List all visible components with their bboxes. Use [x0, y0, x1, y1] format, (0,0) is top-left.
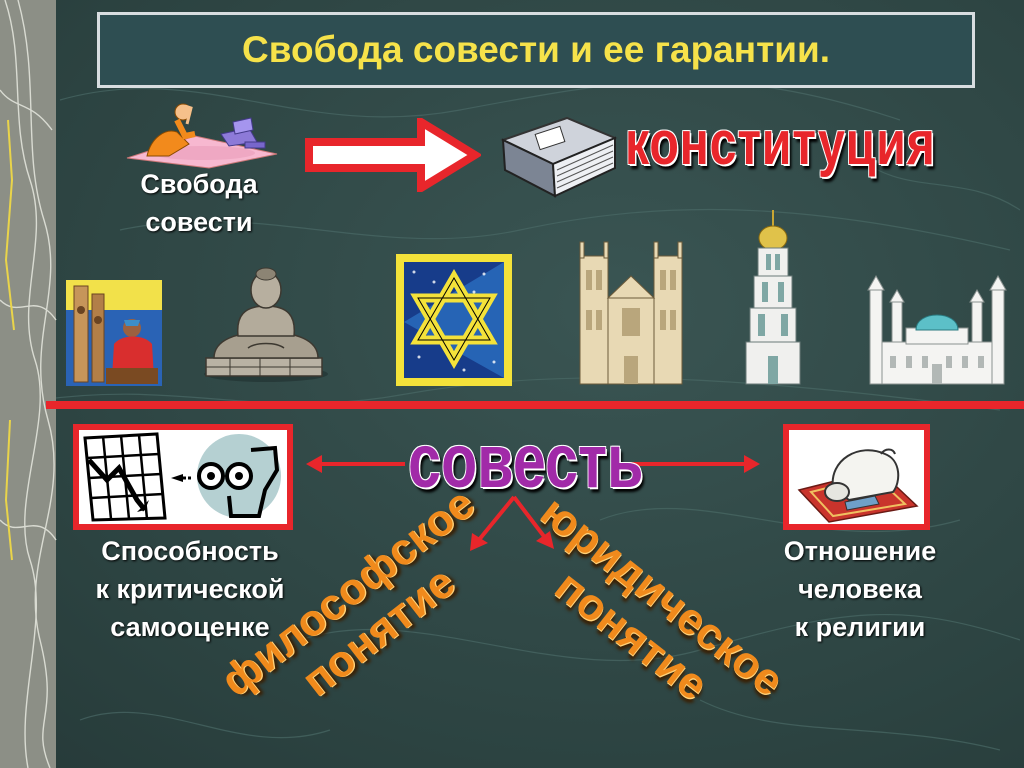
- cathedral-clipart: [579, 241, 683, 385]
- orthodox-bell-tower-clipart: [745, 210, 801, 385]
- thinking-man-clipart: [126, 103, 278, 169]
- slide-title: Свобода совести и ее гарантии.: [241, 29, 830, 70]
- right-caption-line3: к религии: [794, 612, 926, 642]
- constitution-wordart: конституция: [625, 109, 936, 178]
- totem-carver-clipart: [66, 280, 162, 386]
- conscience-wordart: совесть: [408, 419, 644, 504]
- left-caption-line1: Способность: [101, 536, 279, 566]
- mosque-clipart: [867, 274, 1007, 385]
- star-of-david-icon: [396, 254, 512, 386]
- right-arrow-icon: [305, 118, 481, 192]
- right-caption-line1: Отношение: [783, 536, 937, 566]
- right-caption-line2: человека: [798, 574, 922, 604]
- left-caption-line3: самооценке: [110, 612, 270, 642]
- title-box: Свобода совести и ее гарантии.: [97, 12, 975, 88]
- freedom-label-line2: совести: [145, 207, 253, 237]
- critical-self-assessment-frame: [73, 424, 293, 530]
- book-icon: [500, 116, 618, 198]
- buddha-statue-clipart: [204, 267, 328, 382]
- divider-line: [46, 401, 1024, 409]
- praying-man-icon: [797, 448, 919, 523]
- freedom-label-line1: Свобода: [140, 169, 258, 199]
- relation-to-religion-frame: [783, 424, 930, 530]
- left-caption-line2: к критической: [95, 574, 285, 604]
- conscience-arrows: [306, 455, 760, 551]
- chart-and-face-icon: [83, 432, 281, 522]
